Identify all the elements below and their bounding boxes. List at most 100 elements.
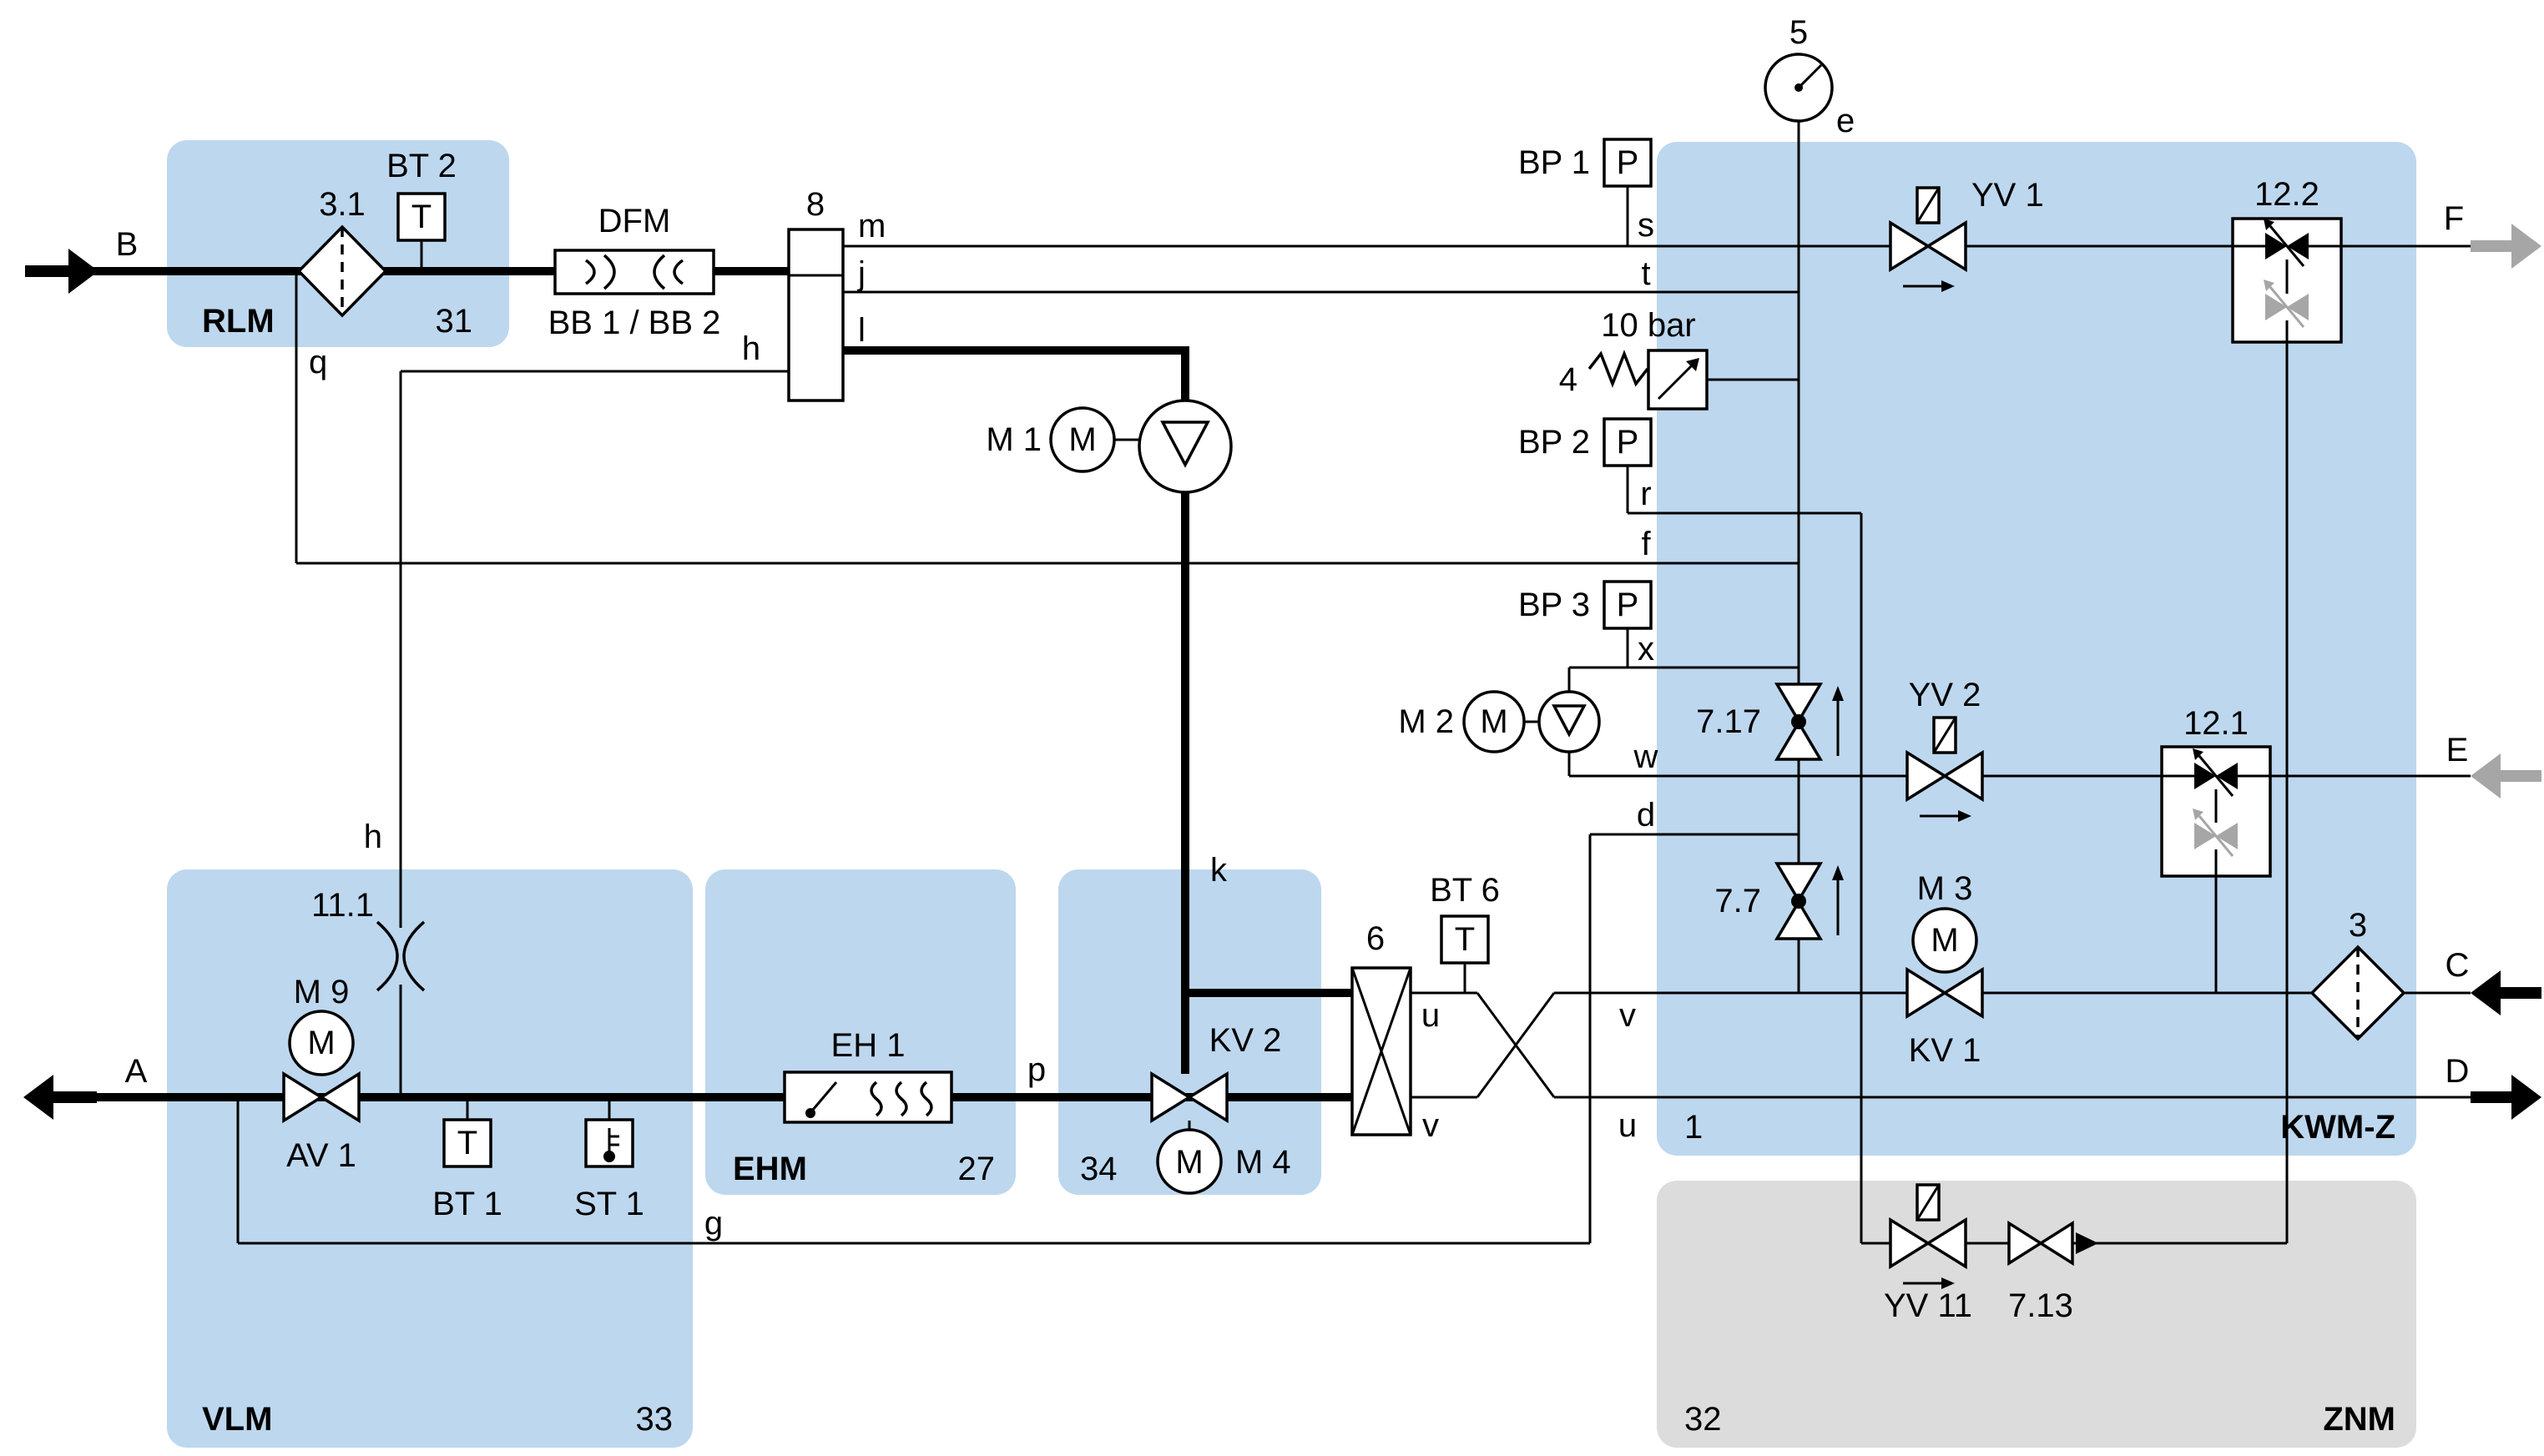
- valve-body-gray: [2216, 823, 2238, 849]
- line-label-p: p: [1027, 1051, 1046, 1088]
- sensor-bp2: P: [1603, 417, 1653, 467]
- line-label-w: w: [1633, 738, 1658, 775]
- label-dfm: DFM: [598, 203, 671, 239]
- label-kv1: KV 1: [1909, 1032, 1981, 1069]
- coil-diagonal: [1916, 187, 1941, 224]
- sensor-box: [1603, 138, 1653, 188]
- label-filter-3-1: 3.1: [319, 186, 366, 223]
- valve-body: [2265, 233, 2287, 259]
- valve-body: [2216, 763, 2238, 789]
- label-rlm-number: 31: [436, 303, 473, 340]
- region-zone34: [1058, 869, 1321, 1195]
- label-yv11: YV 11: [1884, 1287, 1972, 1324]
- valve-7-7: [1774, 862, 1844, 940]
- valve-body: [1925, 219, 1967, 273]
- region-kwmz: [1657, 142, 2416, 1156]
- sensor-bp1: P: [1603, 138, 1653, 188]
- valve-body: [1925, 1217, 1967, 1270]
- label-filter-3: 3: [2349, 907, 2367, 944]
- filter-3-1: [296, 224, 388, 318]
- motor-circle: [1049, 406, 1116, 473]
- label-bt6: BT 6: [1430, 872, 1500, 909]
- line-label-m: m: [858, 208, 886, 244]
- sensor-symbol: P: [1617, 144, 1639, 181]
- label-ehm: EHM: [733, 1151, 807, 1187]
- up-arrow-head: [1832, 865, 1844, 880]
- motor-letter: M: [1068, 421, 1096, 458]
- label-v713: 7.13: [2008, 1287, 2073, 1324]
- coil-diagonal: [1932, 717, 1957, 753]
- relief-valve-4: [1587, 349, 1709, 411]
- valve-7-17: [1774, 683, 1844, 761]
- label-unit6: 6: [1366, 920, 1385, 957]
- motor-circle: [1462, 690, 1526, 753]
- sensor-symbol: T: [457, 1125, 477, 1161]
- adjust-arrow-head: [2193, 748, 2203, 760]
- pump-triangle: [1552, 704, 1587, 738]
- label-unit8: 8: [806, 186, 825, 223]
- sensor-bt1: T: [442, 1118, 492, 1168]
- line-label-v-right: v: [1619, 997, 1636, 1034]
- valve-body: [1889, 219, 1931, 273]
- line-label-r: r: [1640, 476, 1651, 512]
- pump-m2: M: [1462, 690, 1601, 753]
- pump-body: [1537, 690, 1601, 753]
- valve-body: [2287, 233, 2309, 259]
- label-st1: ST 1: [574, 1186, 644, 1222]
- valve-body: [2007, 1220, 2044, 1267]
- motor-letter: M: [1931, 922, 1958, 959]
- valve-body: [1905, 966, 1948, 1020]
- adjust-arrow-gray: [2198, 815, 2234, 857]
- motor-circle: [1911, 907, 1978, 974]
- valve-body: [2037, 1220, 2074, 1267]
- label-av1: AV 1: [286, 1137, 356, 1174]
- line-label-x: x: [1638, 631, 1654, 668]
- label-znm-number: 32: [1684, 1401, 1722, 1438]
- valve-body-gray: [2287, 294, 2309, 320]
- unit-12-1: [2160, 745, 2272, 878]
- port-label-b: B: [116, 226, 139, 263]
- pump-m1: M: [1049, 399, 1233, 494]
- pipe-thin-network: [236, 121, 2471, 1245]
- line-label-g: g: [704, 1205, 723, 1242]
- label-eh1: EH 1: [831, 1027, 906, 1064]
- label-zone34-number: 34: [1080, 1151, 1118, 1187]
- label-relief-setting: 10 bar: [1601, 307, 1695, 344]
- labels: RLM 31 VLM 33 EHM 27 34 1 KWM-Z 32 ZNM B…: [116, 14, 2470, 1438]
- sensor-bt6: T: [1440, 914, 1490, 965]
- motor-circle: [288, 1010, 355, 1076]
- label-break-11-1: 11.1: [311, 887, 374, 924]
- sensor-box: [1603, 580, 1653, 630]
- line-label-l: l: [858, 312, 866, 349]
- line-label-j: j: [857, 255, 866, 292]
- outflow-arrow-f: [2471, 224, 2541, 269]
- label-vlm-number: 33: [636, 1401, 674, 1438]
- label-m9: M 9: [294, 974, 350, 1010]
- label-m4: M 4: [1235, 1144, 1291, 1181]
- label-rlm: RLM: [202, 303, 275, 340]
- motor-letter: M: [1175, 1144, 1203, 1181]
- label-relief-4: 4: [1559, 361, 1577, 398]
- internal-pipes: [2162, 774, 2270, 876]
- sensor-bt2: T: [396, 192, 447, 242]
- region-znm: [1657, 1181, 2416, 1448]
- label-bp2: BP 2: [1518, 424, 1590, 461]
- check-ball: [1791, 894, 1806, 909]
- sensor-symbol: P: [1617, 587, 1639, 623]
- flow-arrow-head: [1958, 810, 1971, 822]
- label-m2: M 2: [1398, 703, 1454, 740]
- valve-body-gray: [2194, 823, 2216, 849]
- solenoid-valve-yv1: [1889, 186, 1967, 292]
- line-label-h-top: h: [742, 330, 760, 367]
- sensor-symbol: T: [1455, 921, 1475, 958]
- label-m3: M 3: [1917, 870, 1973, 907]
- motor-letter: M: [1480, 703, 1507, 740]
- sensor-symbol: T: [411, 199, 432, 235]
- solenoid-valve-yv11: [1889, 1183, 1967, 1289]
- thermo-bulb: [805, 1108, 815, 1118]
- internal-pipes: [2233, 244, 2341, 342]
- motor-valve-av1: M: [282, 1010, 361, 1124]
- flow-arrow-head: [1941, 1277, 1955, 1289]
- valve-body: [1150, 1071, 1193, 1124]
